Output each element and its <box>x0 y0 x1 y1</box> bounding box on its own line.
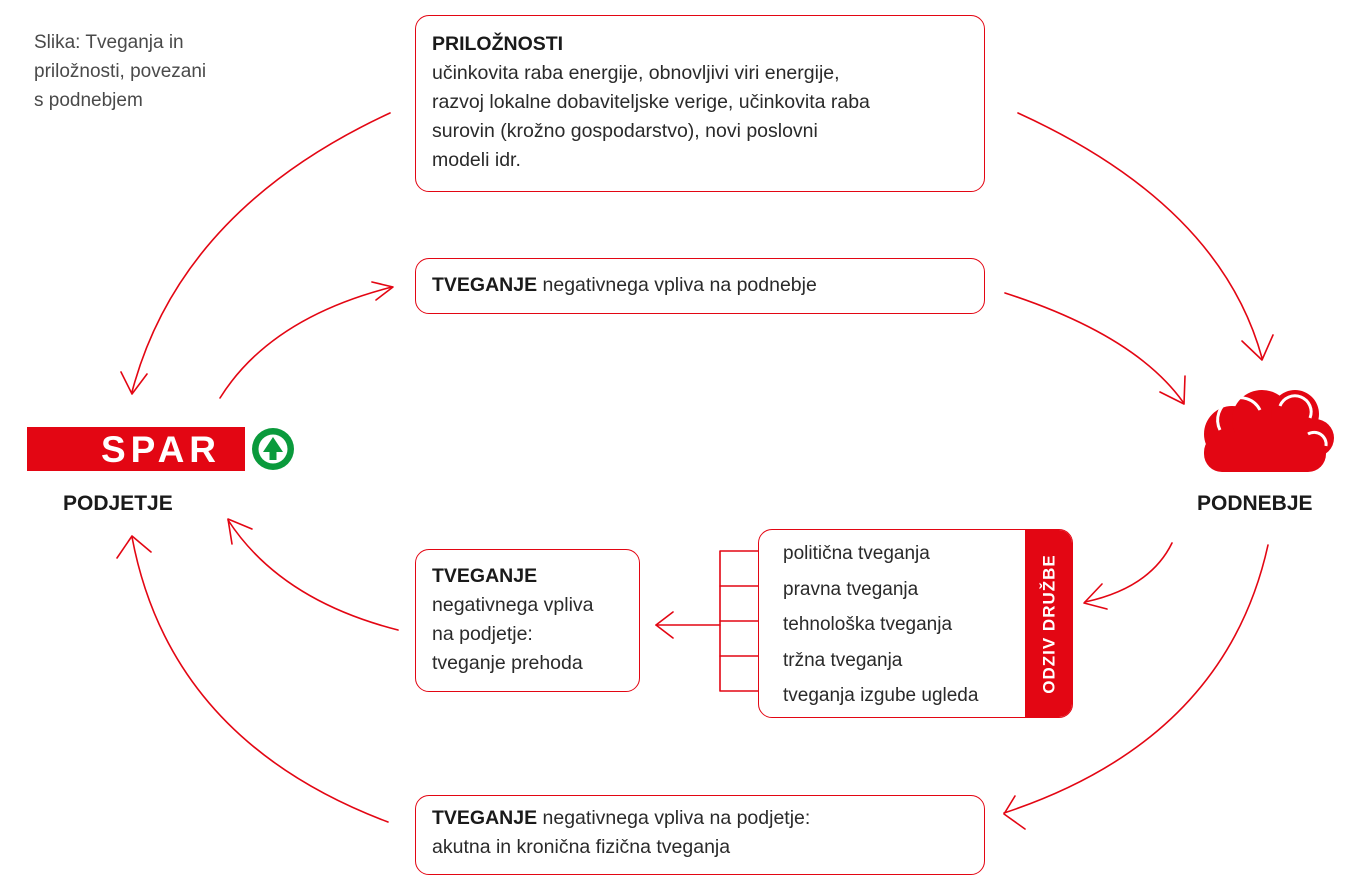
response-item: tveganja izgube ugleda <box>783 685 979 706</box>
arrow-risk-climate-to-climate <box>1004 292 1184 403</box>
opportunities-title: PRILOŽNOSTI <box>432 33 564 55</box>
arrow-transition-to-company <box>227 519 399 631</box>
response-title: ODZIV DRUŽBE <box>1039 553 1058 694</box>
risk-climate-text: negativnega vpliva na podnebje <box>537 274 817 296</box>
caption-line: s podnebjem <box>34 90 143 111</box>
company-label: PODJETJE <box>63 492 173 515</box>
risk-climate-bold: TVEGANJE <box>432 274 538 296</box>
climate-label: PODNEBJE <box>1197 492 1313 515</box>
spar-logo: SPAR <box>27 427 294 471</box>
arrow-climate-to-response <box>1084 542 1173 603</box>
response-item: politična tveganja <box>783 543 930 564</box>
risk-physical-line2: akutna in kronična fizična tveganja <box>432 836 731 858</box>
risk-physical-box: TVEGANJE negativnega vpliva na podjetje:… <box>415 795 985 875</box>
risk-transition-line: negativnega vpliva <box>432 594 594 616</box>
cloud-icon <box>1204 390 1334 472</box>
arrow-physical-to-company <box>131 536 389 823</box>
arrow-company-to-risk-climate <box>219 286 393 399</box>
arrow-climate-to-physical <box>1003 544 1269 814</box>
response-item: tržna tveganja <box>783 649 903 671</box>
caption-line: priložnosti, povezani <box>34 61 207 82</box>
opportunities-line: razvoj lokalne dobaviteljske verige, uči… <box>432 91 870 113</box>
opportunities-line: surovin (krožno gospodarstvo), novi posl… <box>432 120 818 142</box>
spar-tree-icon <box>252 428 294 470</box>
response-title-band: ODZIV DRUŽBE <box>1025 530 1072 717</box>
risk-transition-title: TVEGANJE <box>432 565 538 587</box>
risk-transition-line: na podjetje: <box>432 623 533 645</box>
arrow-opportunities-to-climate <box>1017 112 1263 359</box>
risk-transition-line: tveganje prehoda <box>432 652 583 674</box>
arrow-opportunities-to-company <box>131 112 391 393</box>
society-response-box: politična tveganja pravna tveganja tehno… <box>758 529 1073 718</box>
figure-caption: Slika: Tveganja in priložnosti, povezani… <box>34 28 274 115</box>
response-item: tehnološka tveganja <box>783 614 953 635</box>
spar-logo-text: SPAR <box>101 429 221 470</box>
response-item: pravna tveganja <box>783 578 919 600</box>
caption-line: Slika: Tveganja in <box>34 32 184 53</box>
risk-physical-line1: TVEGANJE negativnega vpliva na podjetje: <box>432 807 811 829</box>
risk-climate-box: TVEGANJE negativnega vpliva na podnebje <box>415 258 985 314</box>
risk-transition-box: TVEGANJE negativnega vpliva na podjetje:… <box>415 549 640 692</box>
opportunities-box: PRILOŽNOSTI učinkovita raba energije, ob… <box>415 15 985 192</box>
opportunities-line: modeli idr. <box>432 149 521 171</box>
opportunities-line: učinkovita raba energije, obnovljivi vir… <box>432 62 840 84</box>
